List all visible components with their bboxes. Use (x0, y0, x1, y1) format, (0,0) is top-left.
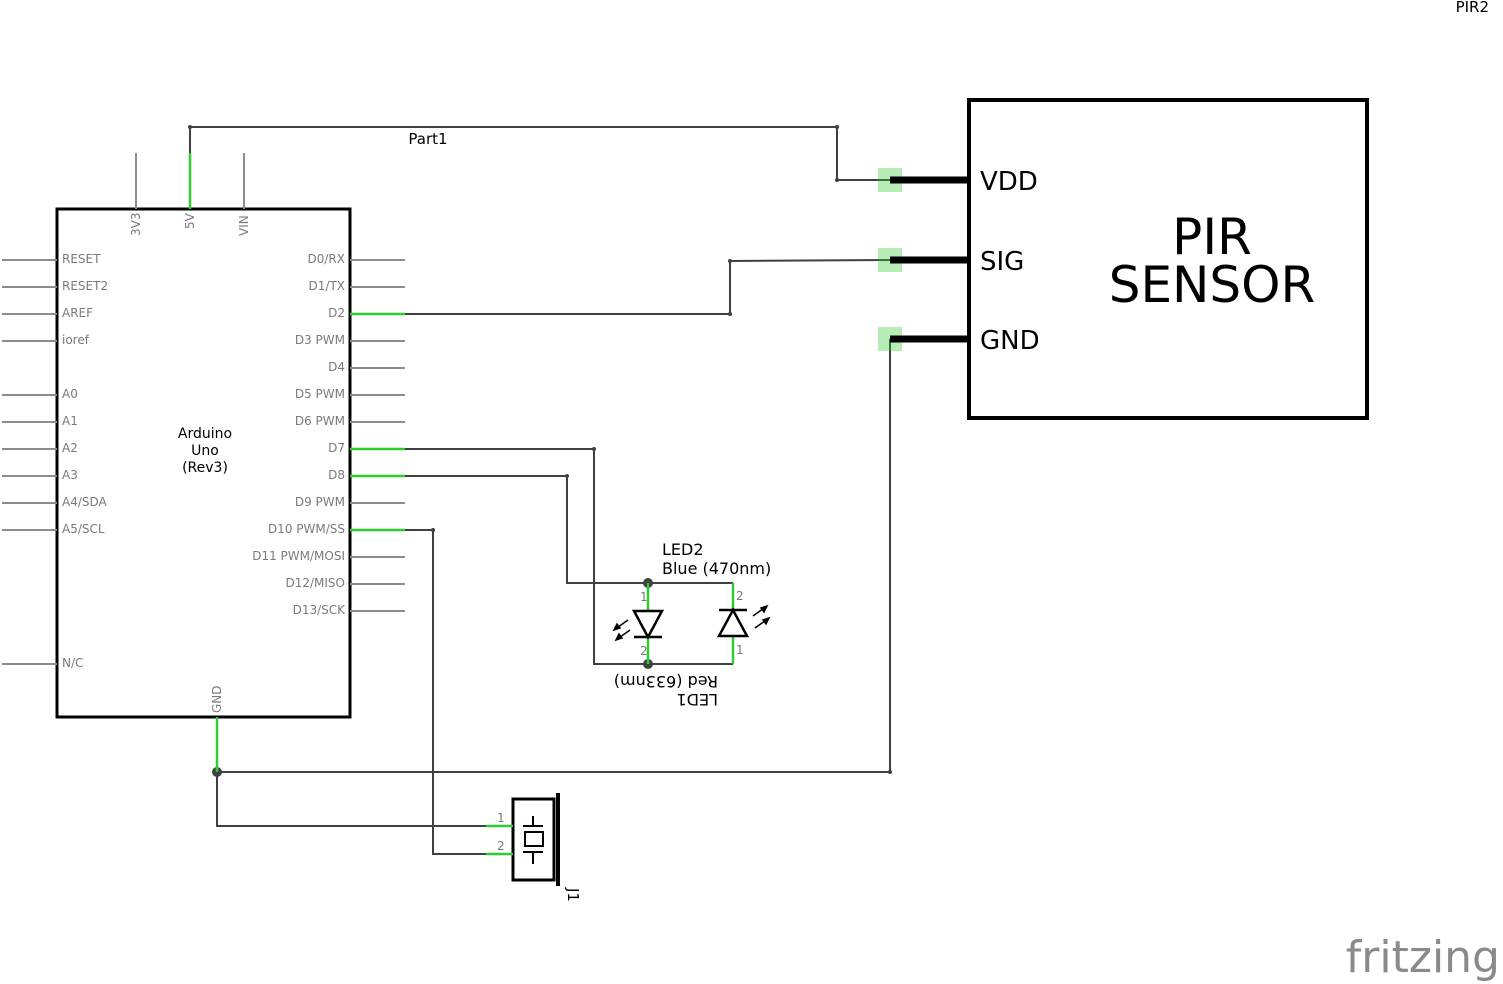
pin-label-a5-scl: A5/SCL (62, 522, 105, 536)
junction-bend (835, 178, 839, 182)
junction-bend (188, 125, 192, 129)
j1-pin-2-number: 2 (497, 839, 505, 853)
pin-label-d8: D8 (328, 468, 345, 482)
arduino-name-line-1: Arduino (178, 426, 232, 442)
pin-label-d12: D12/MISO (285, 576, 345, 590)
pin-label-reset2: RESET2 (62, 279, 108, 293)
led1-pin-2-number: 2 (640, 644, 648, 658)
pin-label-a1: A1 (62, 414, 78, 428)
pin-label-d10: D10 PWM/SS (268, 522, 345, 536)
led2-pin-1-number: 1 (736, 643, 744, 657)
j1-pin-1-number: 1 (497, 811, 505, 825)
junction-bend (728, 312, 732, 316)
pin-label-5v: 5V (183, 212, 197, 229)
pin-label-vin: VIN (237, 215, 251, 236)
junction-bend (835, 125, 839, 129)
j1-piezo[interactable]: 1 2 J1 (486, 793, 582, 902)
led2-blue[interactable]: 2 1 (716, 583, 771, 664)
arduino-name-line-2: Uno (191, 443, 219, 459)
arduino-body (55, 207, 352, 719)
led2-diode-triangle (716, 607, 750, 638)
wire-gnd-j1[interactable] (216, 772, 490, 827)
led2-pin-2-number: 2 (736, 589, 744, 603)
pin-label-d1: D1/TX (309, 279, 345, 293)
pin-label-3v3: 3V3 (129, 213, 143, 236)
pin-label-aref: AREF (62, 306, 93, 320)
pin-label-a4-sda: A4/SDA (62, 495, 108, 509)
led2-value-label: Blue (470nm) (662, 559, 771, 578)
pir-title-line-1: PIR (1172, 208, 1252, 266)
junction-bend (728, 259, 732, 263)
wire-5v-vdd[interactable] (189, 126, 890, 181)
j1-body (511, 797, 556, 882)
pin-label-a3: A3 (62, 468, 78, 482)
pir-pin-label-gnd: GND (980, 326, 1040, 356)
led1-reference-label: LED1 (676, 690, 718, 709)
pin-label-d0: D0/RX (308, 252, 345, 266)
junction-bend (592, 447, 596, 451)
pin-label-d3: D3 PWM (295, 333, 345, 347)
wire-d10-j1[interactable] (405, 529, 490, 855)
junction-bend (565, 474, 569, 478)
junction-bend (431, 528, 435, 532)
led1-red[interactable]: 1 2 (612, 583, 665, 664)
pin-label-d9: D9 PWM (295, 495, 345, 509)
wire-d2-sig[interactable] (405, 259, 891, 315)
pir-pin-label-vdd: VDD (980, 167, 1038, 197)
fritzing-watermark: fritzing (1346, 932, 1500, 983)
arduino-uno[interactable]: Arduino Uno (Rev3) Part1 3V3 5V VIN GND … (2, 130, 448, 772)
piezo-symbol-icon (523, 816, 544, 864)
arduino-name-line-3: (Rev3) (182, 460, 228, 476)
led1-diode-triangle (631, 609, 665, 640)
pin-label-d13: D13/SCK (293, 603, 347, 617)
pin-label-d4: D4 (328, 360, 345, 374)
pin-label-reset: RESET (62, 252, 101, 266)
led1-pin-1-number: 1 (640, 590, 648, 604)
pir-reference-label: PIR2 (1456, 0, 1489, 16)
pin-label-gnd: GND (210, 685, 224, 713)
wires (189, 126, 891, 855)
led2-reference-label: LED2 (662, 540, 704, 559)
j1-reference-label: J1 (564, 887, 582, 902)
arduino-reference-label: Part1 (408, 130, 447, 148)
pin-label-d11: D11 PWM/MOSI (252, 549, 345, 563)
pin-label-ioref: ioref (62, 333, 90, 347)
pin-label-d7: D7 (328, 441, 345, 455)
led1-value-label: Red (633nm) (614, 672, 718, 691)
pin-label-d5: D5 PWM (295, 387, 345, 401)
led2-light-arrows-icon (752, 604, 771, 629)
pin-label-d6: D6 PWM (295, 414, 345, 428)
pir-title-line-2: SENSOR (1109, 256, 1316, 314)
wire-d7-led[interactable] (405, 448, 733, 665)
pir-pin-label-sig: SIG (980, 247, 1024, 277)
left-pins: RESET RESET2 AREF ioref A0 A1 A2 A3 A4/S… (2, 252, 108, 670)
led1-light-arrows-icon (612, 619, 631, 642)
pin-label-a0: A0 (62, 387, 78, 401)
pin-label-d2: D2 (328, 306, 345, 320)
pin-label-nc: N/C (62, 656, 83, 670)
pir-sensor[interactable]: PIR SENSOR VDD SIG GND (878, 98, 1369, 420)
led-pair[interactable]: LED2 Blue (470nm) LED1 Red (633nm) 1 2 (612, 540, 771, 709)
right-pins: D0/RX D1/TX D2 D3 PWM D4 D5 PWM D6 PWM D… (252, 252, 405, 617)
junctions (188, 125, 892, 777)
pin-label-a2: A2 (62, 441, 78, 455)
junction-bend (888, 770, 892, 774)
